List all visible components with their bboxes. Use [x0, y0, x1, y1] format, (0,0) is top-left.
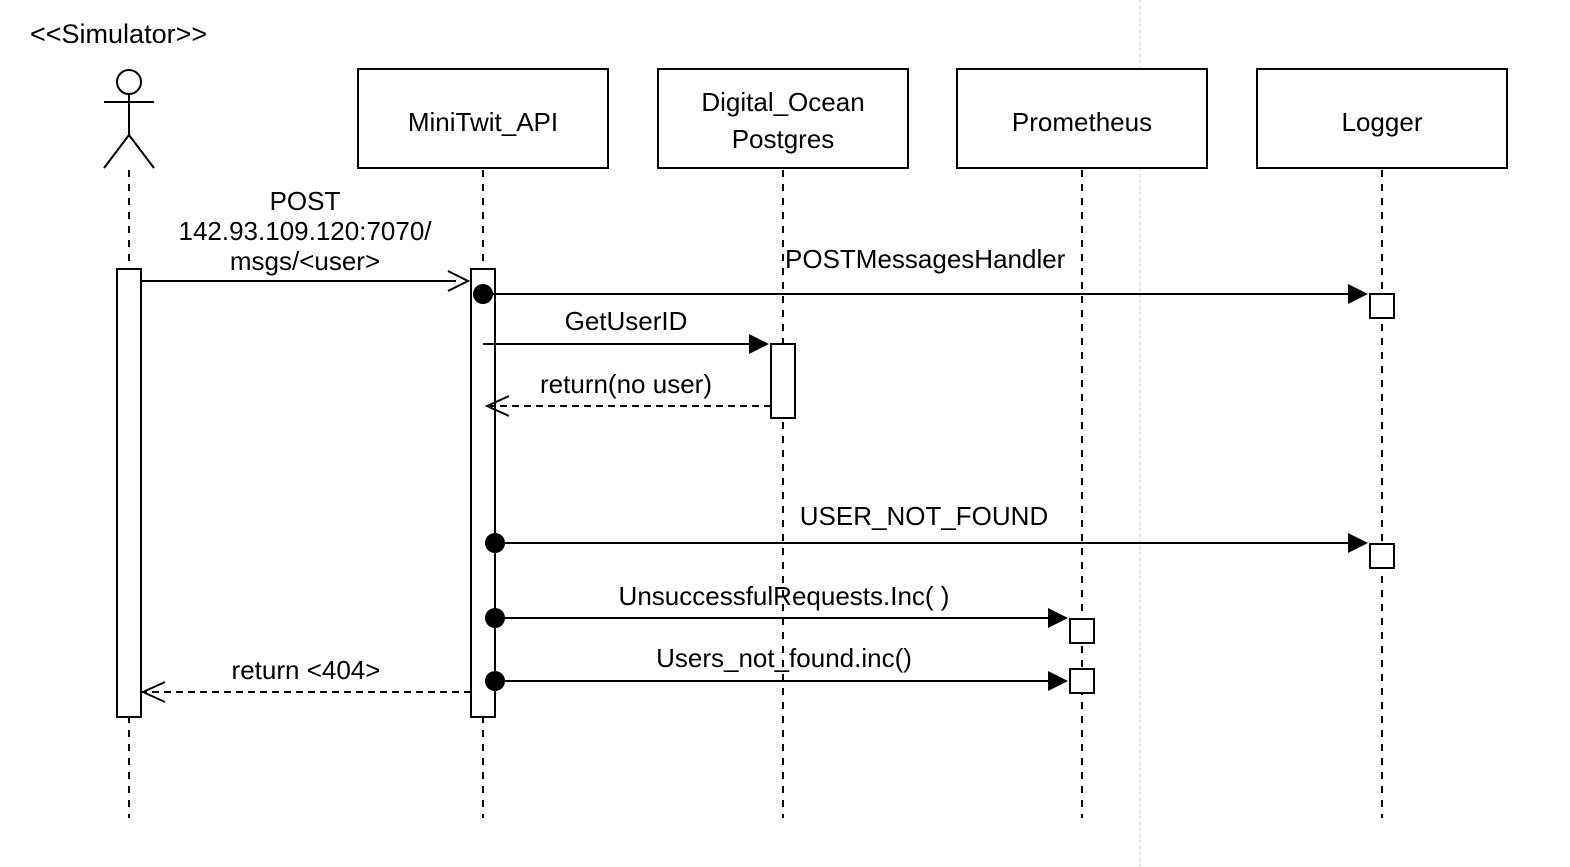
participant-logger: Logger [1256, 68, 1508, 818]
get-user-id-label: GetUserID [565, 306, 688, 336]
found-message-dot-icon [485, 533, 505, 553]
prometheus-box [956, 68, 1208, 169]
minitwit-api-activation-bar [470, 268, 496, 718]
open-arrowhead-icon [140, 681, 166, 703]
post-request-label-line-1: POST [270, 186, 341, 216]
post-messages-handler-label: POSTMessagesHandler [785, 244, 1066, 274]
prometheus-activation-1 [1069, 618, 1095, 644]
filled-arrowhead-icon [1348, 284, 1368, 304]
filled-arrowhead-icon [1048, 671, 1068, 691]
postgres-activation-bar [770, 343, 796, 419]
open-arrowhead-icon [484, 395, 510, 417]
unsuccessful-requests-inc-label: UnsuccessfulRequests.Inc( ) [619, 581, 950, 611]
postgres-label-line-1: Digital_Ocean [701, 87, 864, 117]
minitwit-api-label: MiniTwit_API [408, 107, 558, 137]
filled-arrowhead-icon [1348, 533, 1368, 553]
message-get-user-id: GetUserID [483, 306, 769, 354]
actor-activation-bar [116, 268, 142, 718]
message-post-request: POST 142.93.109.120:7070/ msgs/<user> [141, 186, 471, 292]
stereotype-label: <<Simulator>> [30, 19, 207, 49]
message-return-404: return <404> [140, 655, 471, 703]
found-message-dot-icon [485, 608, 505, 628]
found-message-dot-icon [473, 284, 493, 304]
minitwit-api-box [357, 68, 609, 169]
actor-stick-figure-icon [103, 69, 155, 169]
prometheus-activation-2 [1069, 668, 1095, 694]
postgres-box [657, 68, 909, 169]
prometheus-label: Prometheus [1012, 107, 1152, 137]
participant-prometheus: Prometheus [956, 68, 1208, 818]
logger-activation-2 [1369, 543, 1395, 569]
filled-arrowhead-icon [749, 334, 769, 354]
users-not-found-inc-label: Users_not_found.inc() [656, 643, 912, 673]
return-404-label: return <404> [232, 655, 381, 685]
return-no-user-label: return(no user) [540, 369, 712, 399]
message-post-messages-handler: POSTMessagesHandler [473, 244, 1368, 304]
user-not-found-label: USER_NOT_FOUND [800, 501, 1048, 531]
filled-arrowhead-icon [1048, 608, 1068, 628]
post-request-label-line-3: msgs/<user> [230, 246, 380, 276]
participant-digital-ocean-postgres: Digital_Ocean Postgres [657, 68, 909, 818]
logger-activation-1 [1369, 293, 1395, 319]
message-users-not-found-inc: Users_not_found.inc() [485, 643, 1068, 691]
message-return-no-user: return(no user) [484, 369, 771, 417]
message-unsuccessful-requests-inc: UnsuccessfulRequests.Inc( ) [485, 581, 1068, 628]
post-request-label-line-2: 142.93.109.120:7070/ [178, 216, 432, 246]
logger-box [1256, 68, 1508, 169]
found-message-dot-icon [485, 671, 505, 691]
logger-label: Logger [1342, 107, 1423, 137]
postgres-label-line-2: Postgres [732, 124, 835, 154]
open-arrowhead-icon [447, 270, 471, 292]
message-user-not-found: USER_NOT_FOUND [485, 501, 1368, 553]
